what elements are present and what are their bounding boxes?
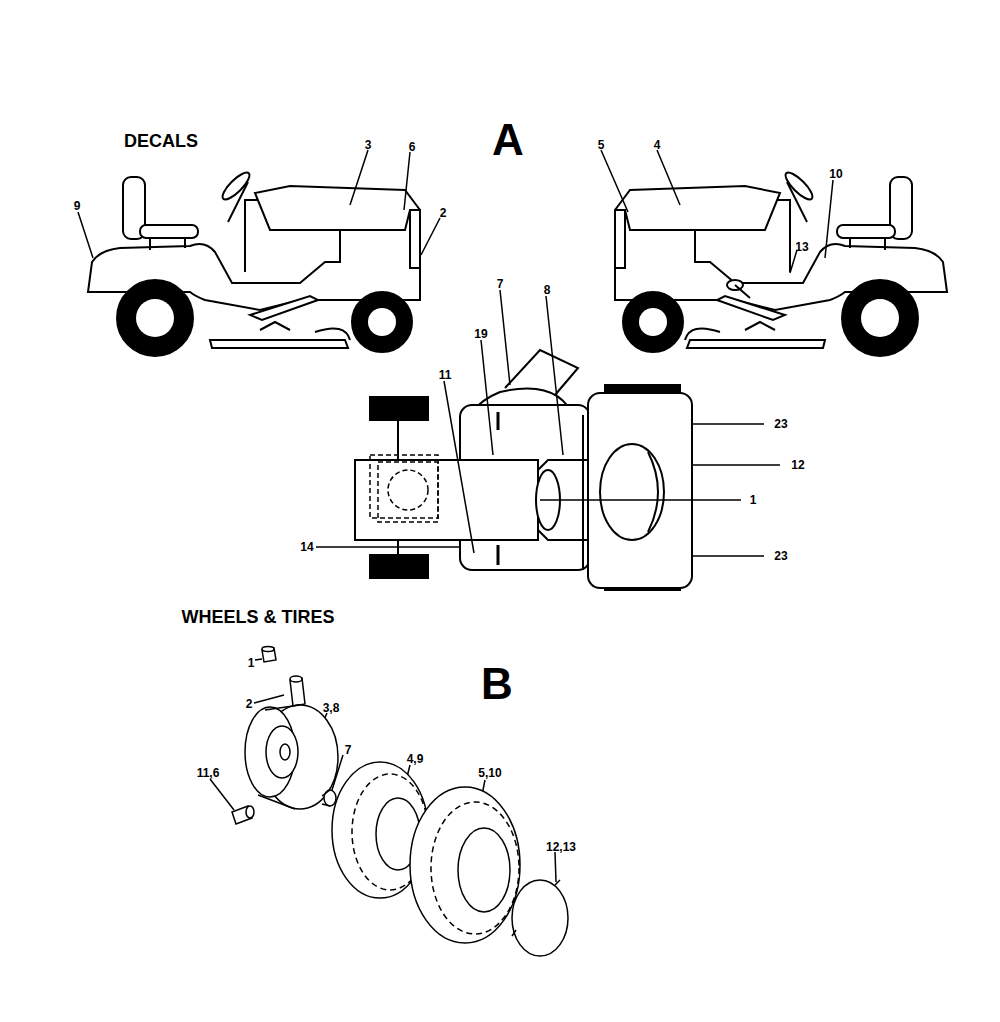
callout-number: 14: [300, 541, 313, 553]
section-letter: B: [481, 662, 513, 706]
section-heading: DECALS: [124, 132, 198, 150]
callout-number: 13: [795, 241, 808, 253]
leader-lines: [78, 150, 833, 882]
callout-number: 1: [750, 494, 757, 506]
tractor-side-view: [88, 169, 420, 356]
callout-number: 10: [829, 168, 842, 180]
callout-number: 1: [248, 657, 255, 669]
section-heading: WHEELS & TIRES: [181, 608, 334, 626]
callout-number: 7: [497, 278, 504, 290]
callout-number: 11,6: [197, 767, 220, 779]
wheel-parts: [232, 647, 568, 957]
callout-number: 12,13: [546, 841, 576, 853]
callout-number: 2: [246, 698, 253, 710]
callout-number: 23: [774, 418, 787, 430]
callout-number: 9: [74, 200, 81, 212]
callout-number: 4: [654, 139, 661, 151]
callout-number: 8: [544, 284, 551, 296]
callout-number: 4,9: [407, 753, 424, 765]
tractor-side-view: [615, 169, 947, 356]
tractor-top-view: [355, 350, 692, 590]
callout-number: 19: [474, 328, 487, 340]
callout-number: 11: [439, 369, 452, 381]
section-letter: A: [492, 118, 524, 162]
callout-number: 12: [791, 459, 804, 471]
callout-number: 3,8: [323, 702, 340, 714]
callout-number: 2: [440, 207, 447, 219]
callout-number: 5,10: [478, 767, 501, 779]
callout-number: 7: [345, 744, 352, 756]
callout-number: 23: [774, 550, 787, 562]
callout-number: 6: [409, 141, 416, 153]
callout-number: 3: [365, 139, 372, 151]
callout-number: 5: [598, 139, 605, 151]
